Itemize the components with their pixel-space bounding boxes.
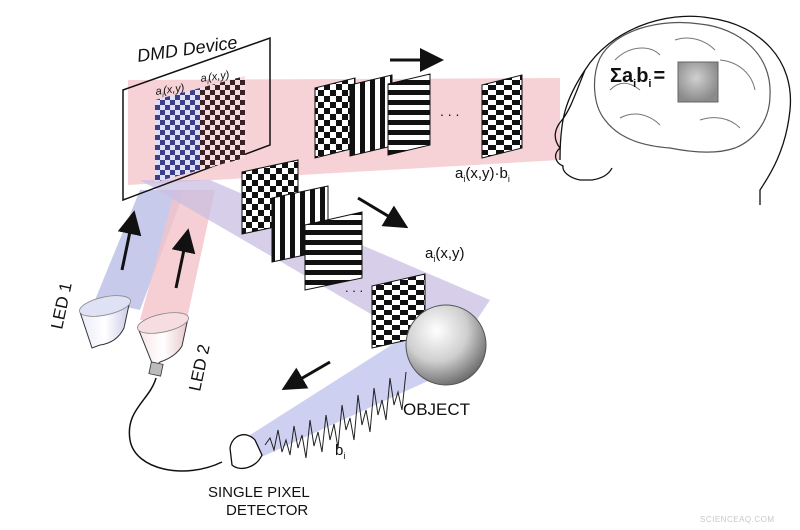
brain-folds <box>609 37 756 129</box>
led1-label: LED 1 <box>47 281 75 331</box>
ellipsis-middle: . . . <box>345 280 363 295</box>
patterns-label: ai(x,y) <box>425 245 465 264</box>
signal-label: bi <box>335 442 345 461</box>
pattern-card <box>304 211 363 291</box>
dmd-title: DMD Device <box>136 32 239 66</box>
product-label: ai(x,y)·bi <box>455 165 510 184</box>
led1-face <box>79 295 131 317</box>
dmd-pattern-blue <box>155 88 200 182</box>
projected-pattern-sequence-middle: . . . <box>241 159 426 349</box>
projected-pattern-sequence-top: . . . <box>314 73 523 159</box>
pattern-card <box>314 77 356 159</box>
beam-to-detector <box>250 330 430 460</box>
dmd-pattern-label-right: ai(x,y) <box>200 69 231 87</box>
head-outline <box>554 15 792 205</box>
beam-led2 <box>140 190 215 328</box>
pattern-card <box>481 74 523 159</box>
dmd-pattern-pink <box>200 76 245 170</box>
detector-icon <box>229 434 263 469</box>
detector-body <box>229 434 263 469</box>
arrow-icon <box>171 228 196 289</box>
signal-waveform <box>264 371 407 459</box>
led2-label: LED 2 <box>185 343 213 393</box>
pattern-card <box>387 73 431 156</box>
led2-face <box>137 312 189 334</box>
brain-head-icon: Σaibi= <box>554 15 792 205</box>
detector-cable <box>128 377 223 472</box>
dmd-pattern-label-left: ai(x,y) <box>155 82 186 100</box>
brain-outline <box>593 21 771 153</box>
arrow-icon <box>357 196 409 229</box>
sphere-object-icon <box>405 304 487 386</box>
arrow-icon <box>117 210 142 271</box>
dmd-frame <box>122 36 271 202</box>
reconstructed-image <box>677 61 719 103</box>
ellipsis-top: . . . <box>440 103 459 119</box>
led-bulb-icon <box>79 295 131 349</box>
beam-led1 <box>95 190 185 310</box>
detector-label-line2: DETECTOR <box>226 502 308 519</box>
led2-base <box>148 361 164 377</box>
led-bulb-icon <box>137 312 189 377</box>
arrow-icon <box>281 360 331 391</box>
watermark: SCIENCEAQ.COM <box>700 515 775 524</box>
object-label: OBJECT <box>403 400 470 419</box>
pattern-card <box>349 74 393 157</box>
sum-formula: Σaibi= <box>610 65 665 90</box>
detector-label-line1: SINGLE PIXEL <box>208 484 310 501</box>
